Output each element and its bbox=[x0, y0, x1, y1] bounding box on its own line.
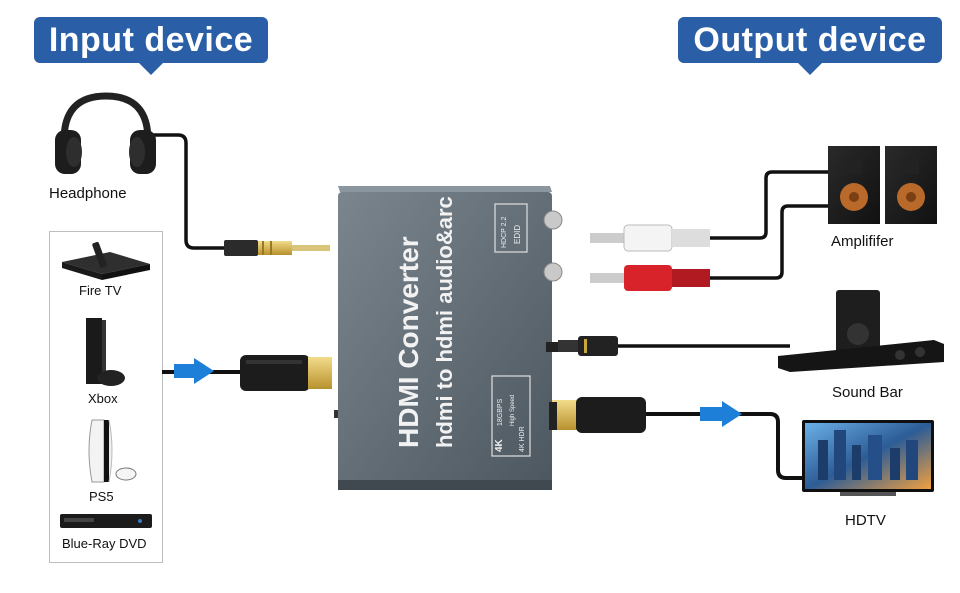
output-device-callout: Output device bbox=[678, 17, 942, 75]
rca-red-plug bbox=[590, 265, 710, 291]
device-subtitle: hdmi to hdmi audio&arc bbox=[432, 196, 457, 448]
output-arrow bbox=[700, 401, 742, 427]
badge-hdr: 4K HDR bbox=[519, 426, 526, 452]
spec-badge bbox=[491, 375, 531, 457]
hdcp-badge bbox=[494, 203, 528, 253]
amplifier-label: Amplififer bbox=[831, 233, 894, 250]
hdmi-input-plug bbox=[240, 355, 332, 391]
input-device-callout: Input device bbox=[34, 17, 268, 75]
headphone-icon bbox=[55, 92, 156, 174]
xbox-icon bbox=[86, 318, 125, 386]
source-label-fire-tv: Fire TV bbox=[79, 283, 122, 298]
badge-4k: 4K bbox=[494, 438, 505, 452]
rca-cable-red bbox=[705, 204, 830, 280]
input-arrow bbox=[174, 358, 214, 384]
fire-tv-icon bbox=[62, 241, 150, 280]
hdtv-label: HDTV bbox=[845, 512, 886, 529]
ps5-icon bbox=[88, 419, 137, 483]
source-label-xbox: Xbox bbox=[88, 391, 118, 406]
badge-speed: 18GBPS bbox=[497, 398, 504, 426]
source-devices-panel bbox=[49, 231, 163, 563]
headphone-label: Headphone bbox=[49, 185, 127, 202]
sound-bar-label: Sound Bar bbox=[832, 384, 903, 401]
optical-plug bbox=[558, 336, 618, 356]
blu-ray-icon bbox=[60, 514, 152, 528]
hdmi-output-cable bbox=[640, 412, 802, 480]
rca-cable-white bbox=[705, 170, 830, 240]
aux-jack bbox=[224, 240, 330, 256]
source-label-ps5: PS5 bbox=[89, 489, 114, 504]
badge-edid: EDID bbox=[513, 225, 522, 244]
hdtv-icon bbox=[802, 420, 934, 496]
rca-white-plug bbox=[590, 224, 710, 252]
hdmi-output-plug bbox=[552, 397, 646, 433]
amplifier-speakers-icon bbox=[828, 146, 937, 224]
badge-hdcp: HDCP 2.2 bbox=[501, 217, 508, 248]
sound-bar-icon bbox=[778, 290, 944, 372]
headphone-cable bbox=[150, 133, 232, 250]
hdmi-converter-device bbox=[334, 186, 563, 490]
device-title: HDMI Converter bbox=[393, 236, 424, 448]
badge-speed2: High Speed bbox=[510, 395, 516, 426]
source-label-blu-ray: Blue-Ray DVD bbox=[62, 536, 147, 551]
device-title-group: HDMI Converter hdmi to hdmi audio&arc bbox=[393, 196, 457, 448]
